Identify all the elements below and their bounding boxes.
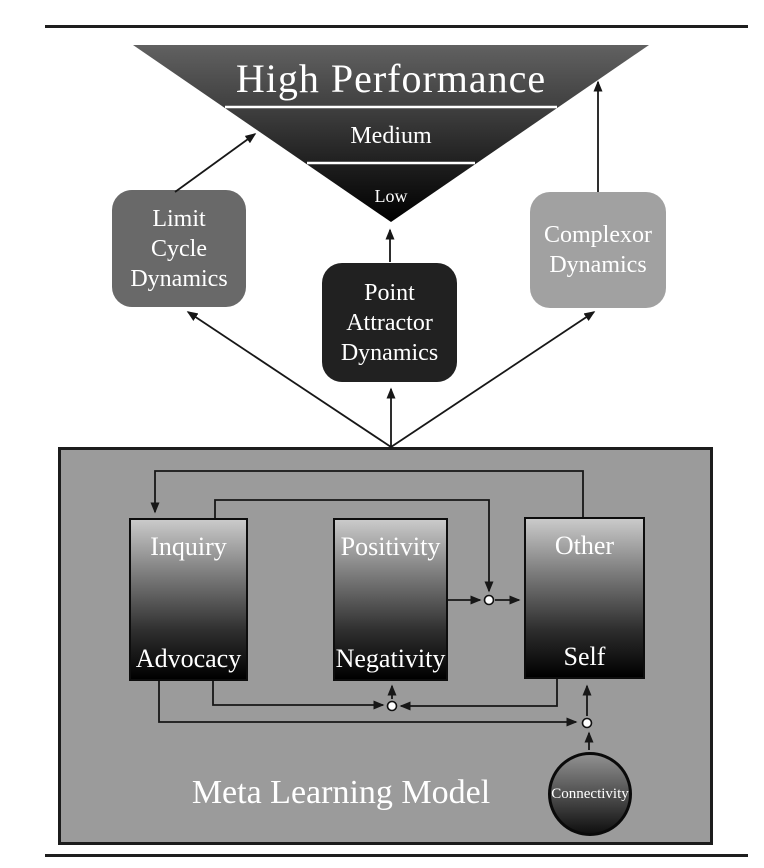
connectivity-node: Connectivity	[548, 752, 632, 836]
bottom-rule-divider	[45, 854, 748, 857]
other-self-box: Other Self	[524, 517, 645, 679]
top-rule-divider	[45, 25, 748, 28]
limit-cycle-dynamics-label: Limit Cycle Dynamics	[130, 205, 228, 292]
advocacy-label: Advocacy	[135, 644, 242, 673]
negativity-label: Negativity	[335, 644, 446, 673]
point-attractor-dynamics-label: Point Attractor Dynamics	[340, 279, 439, 366]
meta-learning-model-title: Meta Learning Model	[191, 774, 491, 811]
pyramid-level-high: High Performance	[235, 56, 547, 101]
inquiry-advocacy-box: Inquiry Advocacy	[129, 518, 248, 681]
self-label: Self	[563, 642, 606, 671]
positivity-label: Positivity	[340, 532, 441, 561]
pyramid-level-medium: Medium	[350, 123, 432, 149]
point-attractor-dynamics-box: Point Attractor Dynamics	[322, 263, 457, 382]
complexor-dynamics-box: Complexor Dynamics	[530, 192, 666, 308]
limit-cycle-dynamics-box: Limit Cycle Dynamics	[112, 190, 246, 307]
pyramid-level-low: Low	[374, 186, 408, 206]
connectivity-label: Connectivity	[551, 785, 629, 802]
other-label: Other	[554, 531, 615, 560]
positivity-negativity-box: Positivity Negativity	[333, 518, 448, 681]
complexor-dynamics-label: Complexor Dynamics	[544, 222, 652, 278]
inquiry-label: Inquiry	[150, 532, 227, 561]
meta-learning-model-panel: Inquiry Advocacy Positivity Negativity O…	[58, 447, 713, 845]
